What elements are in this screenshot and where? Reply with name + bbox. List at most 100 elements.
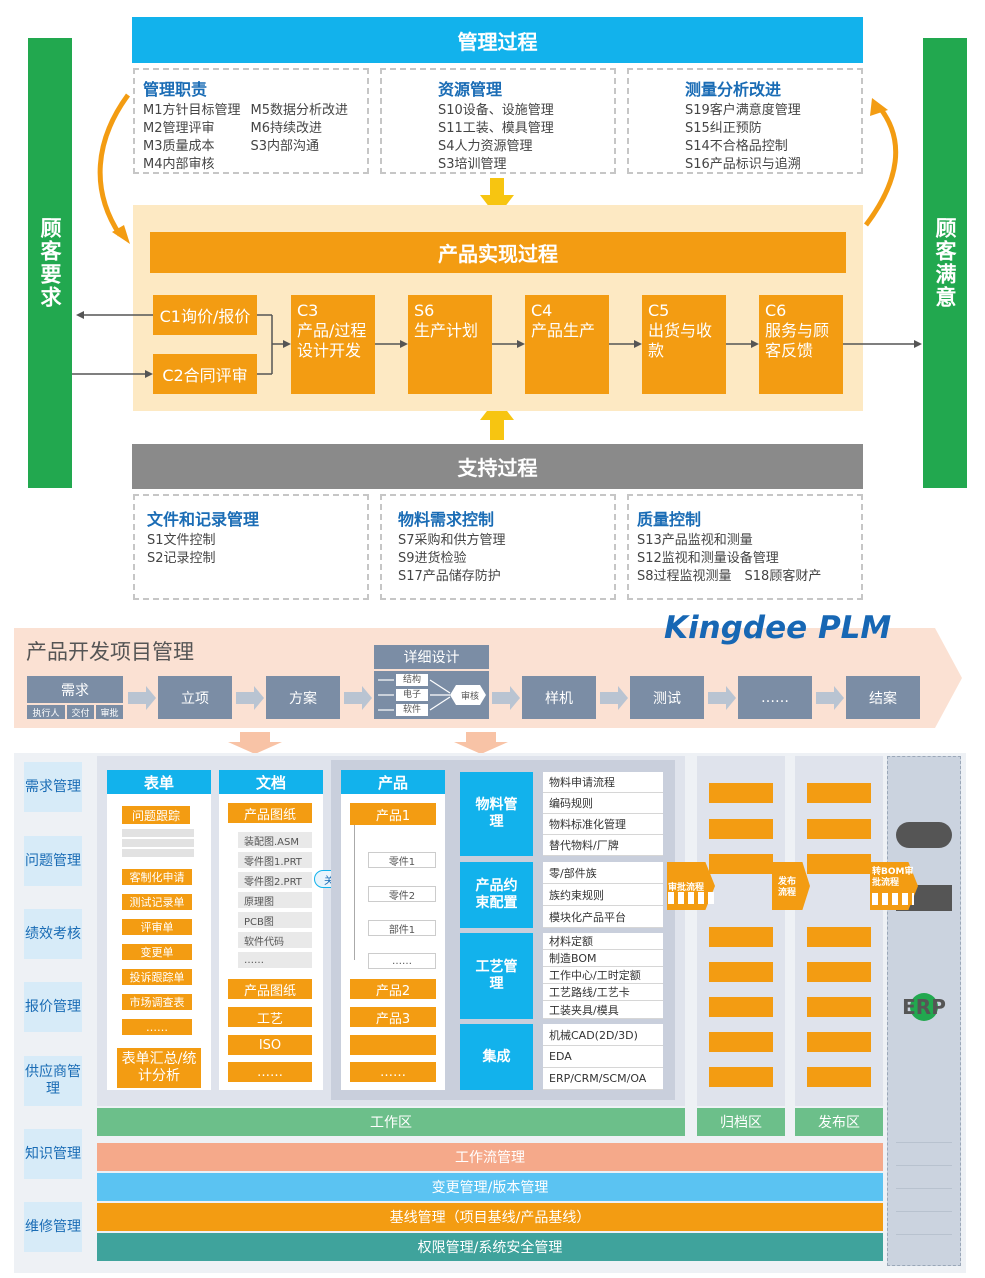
etc-label: …… — [761, 689, 789, 706]
category-integration: 集成 — [460, 1024, 533, 1090]
step-c5: C5 出货与收款 — [642, 295, 726, 394]
craft-item: 材料定额 — [543, 933, 663, 950]
product-3: 产品3 — [350, 1007, 436, 1027]
form-custom-request: 客制化申请 — [122, 869, 192, 885]
duty-item: M6持续改进 — [250, 121, 323, 136]
duty-item: M1方针目标管理 — [143, 103, 241, 118]
req-sub-executor: 执行人 — [27, 705, 65, 719]
docs-drawing-1: 产品图纸 — [228, 803, 312, 823]
step-text: 服务与顾客反馈 — [765, 321, 830, 360]
chevron-right-icon — [236, 686, 264, 710]
measurement-box: 测量分析改进 S19客户满意度管理 S15纠正预防 S14不合格品控制 S16产… — [627, 68, 863, 174]
plan-label: 方案 — [289, 690, 317, 707]
bom-flow-pipe — [872, 893, 914, 905]
category-config: 产品约束配置 — [460, 862, 533, 928]
measurement-item: S19客户满意度管理 — [685, 103, 801, 118]
detail-out-arrow-1 — [429, 679, 451, 694]
resource-item: S10设备、设施管理 — [438, 103, 554, 118]
detail-out-arrow-3 — [429, 696, 451, 711]
erp-circle — [910, 993, 938, 1021]
integration-item: EDA — [543, 1046, 663, 1068]
step-code: S6 — [414, 301, 435, 320]
step-c6: C6 服务与顾客反馈 — [759, 295, 843, 394]
step-text: 出货与收款 — [648, 321, 713, 360]
integration-item: 机械CAD(2D/3D) — [543, 1024, 663, 1046]
erp-label: ERP — [902, 995, 946, 1019]
step-text: 生产计划 — [414, 321, 479, 340]
product-part: 零件1 — [368, 852, 436, 868]
material-control-title: 物料需求控制 — [398, 510, 495, 529]
doc-file: …… — [238, 952, 312, 968]
plm-title: 产品开发项目管理 — [26, 640, 194, 664]
step-code: C3 — [297, 301, 319, 320]
req-sub-label: 交付 — [71, 708, 90, 719]
workspace-label: 工作区 — [370, 1115, 412, 1131]
plm-step-test: 测试 — [630, 676, 704, 719]
craft-item: 工装夹具/模具 — [543, 1001, 663, 1019]
management-duty-box: 管理职责 M1方针目标管理 M2管理评审 M3质量成本 M4内部审核 M5数据分… — [133, 68, 369, 174]
plm-step-detail-design: 详细设计 — [374, 645, 489, 669]
archive-block — [709, 819, 773, 839]
product-realization-header: 产品实现过程 — [150, 232, 846, 273]
baseline-label: 基线管理（项目基线/产品基线） — [389, 1210, 591, 1226]
archive-label-bar: 归档区 — [697, 1108, 785, 1136]
review-hexagon — [450, 685, 486, 705]
publish-block — [807, 962, 871, 982]
step-code: C6 — [765, 301, 787, 320]
customer-requirement-bar: 顾客要求 — [28, 38, 72, 488]
support-process-title: 支持过程 — [457, 456, 538, 480]
chevron-right-icon — [128, 686, 156, 710]
workflow-management-bar: 工作流管理 — [97, 1143, 883, 1171]
down-arrows-bottom — [228, 732, 508, 754]
prototype-label: 样机 — [545, 690, 573, 707]
plm-step-requirement: 需求 — [27, 676, 123, 703]
module-supplier: 供应商管理 — [24, 1056, 82, 1106]
chevron-right-icon — [708, 686, 736, 710]
category-material: 物料管理 — [460, 772, 533, 856]
resource-item: S3培训管理 — [438, 157, 507, 172]
archive-block — [709, 783, 773, 803]
plm-step-plan: 方案 — [266, 676, 340, 719]
c2-label: C2合同评审 — [162, 366, 248, 385]
publish-block — [807, 783, 871, 803]
c3-arrowhead — [283, 340, 291, 348]
change-version-label: 变更管理/版本管理 — [431, 1180, 549, 1196]
erp-dashes — [896, 1120, 952, 1250]
archive-block — [709, 997, 773, 1017]
detail-item-software: 软件 — [396, 704, 428, 716]
publish-label-bar: 发布区 — [795, 1108, 883, 1136]
module-maintenance: 维修管理 — [24, 1202, 82, 1252]
permission-security-bar: 权限管理/系统安全管理 — [97, 1233, 883, 1261]
quality-control-box: 质量控制 S13产品监视和测量 S12监视和测量设备管理 S8过程监视测量 S1… — [627, 494, 863, 600]
module-performance: 绩效考核 — [24, 909, 82, 959]
c2-arrowhead — [145, 370, 153, 378]
duty-item: M2管理评审 — [143, 121, 215, 136]
archive-block — [709, 927, 773, 947]
step-code: C5 — [648, 301, 670, 320]
module-knowledge: 知识管理 — [24, 1129, 82, 1179]
c4-arrowhead — [517, 340, 525, 348]
right-curve-arrowhead — [870, 98, 888, 116]
review-label: 审核 — [460, 692, 479, 702]
docs-iso: ISO — [228, 1035, 312, 1055]
form-change: 变更单 — [122, 944, 192, 960]
req-sub-label: 执行人 — [32, 708, 60, 719]
form-review: 评审单 — [122, 919, 192, 935]
archive-block — [709, 1032, 773, 1052]
publish-block — [807, 1067, 871, 1087]
publish-flow — [772, 862, 810, 910]
archive-block — [709, 854, 773, 874]
publish-block — [807, 927, 871, 947]
material-item: 编码规则 — [543, 793, 663, 814]
publish-block — [807, 819, 871, 839]
c5-arrowhead — [634, 340, 642, 348]
up-arrow-shaft — [490, 418, 504, 440]
down-arrow-icon — [454, 732, 508, 754]
left-curve-arrowhead — [112, 225, 130, 244]
product-realization-title: 产品实现过程 — [438, 242, 558, 266]
module-quote: 报价管理 — [24, 982, 82, 1032]
form-grid-placeholder — [122, 827, 194, 857]
plm-step-close: 结案 — [846, 676, 920, 719]
c1-label: C1询价/报价 — [159, 307, 251, 326]
publish-flow-label: 发布流程 — [778, 877, 797, 898]
